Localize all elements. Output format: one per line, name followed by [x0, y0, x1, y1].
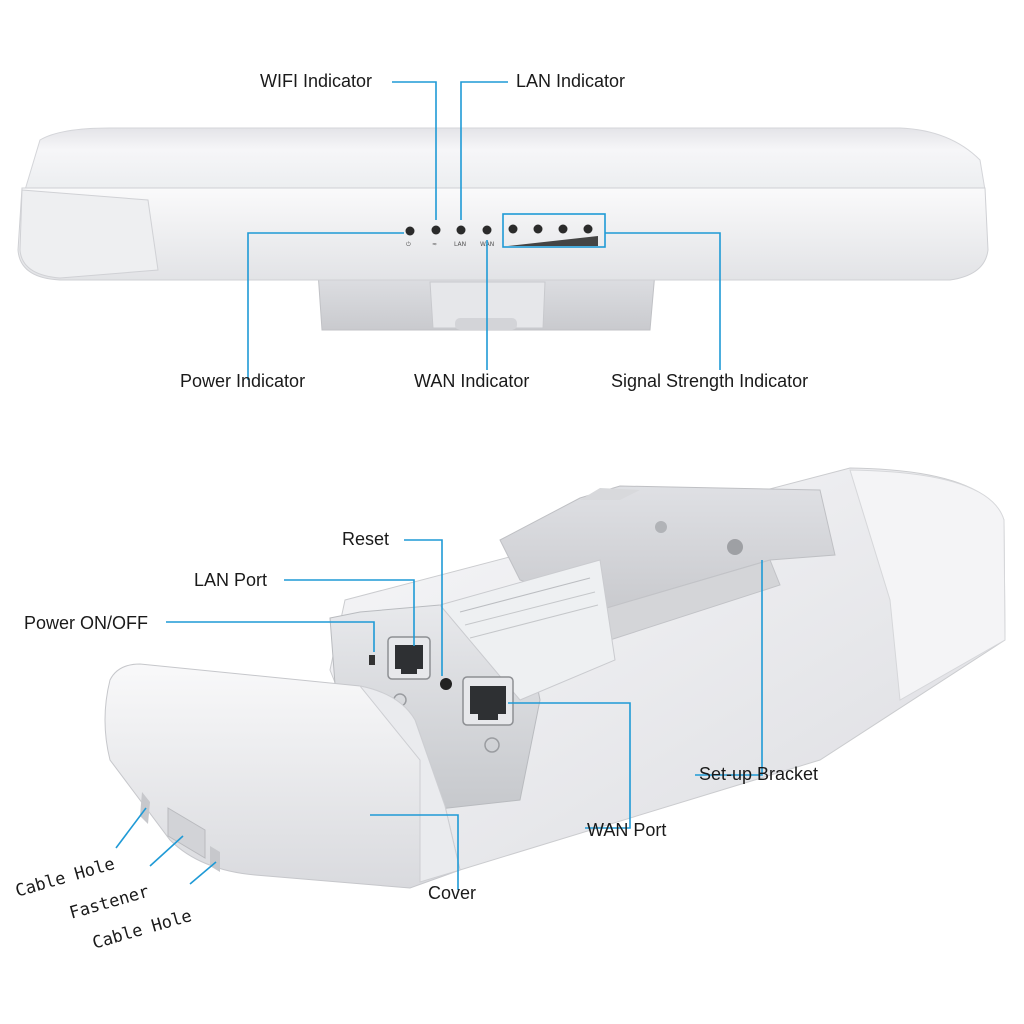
lan-port-callout-line	[284, 579, 415, 646]
fastener-callout-line	[149, 835, 184, 867]
cable-hole-2-callout-line	[189, 861, 217, 885]
fastener-slot	[167, 807, 206, 859]
power-symbol-icon: ⏻	[406, 241, 411, 248]
wan-port-callout-line	[508, 702, 631, 829]
led-lan-label: LAN	[454, 241, 466, 248]
top-device-left-panel	[19, 189, 159, 279]
cover-label: Cover	[428, 883, 477, 903]
power-indicator-label: Power Indicator	[180, 371, 306, 391]
signal-highlight-box	[502, 213, 606, 248]
power-on-off-label: Power ON/OFF	[24, 613, 149, 633]
reset-button	[440, 678, 452, 690]
signal-led-4	[583, 224, 593, 234]
bracket-callout-line	[695, 560, 763, 776]
wifi-indicator-label: WIFI Indicator	[260, 71, 373, 91]
power-led	[405, 226, 415, 236]
led-panel: ⏻ ≈ LAN WAN	[405, 224, 598, 248]
power-switch	[369, 655, 375, 665]
top-device: ⏻ ≈ LAN WAN	[17, 81, 989, 380]
lan-port	[387, 636, 431, 680]
product-label-sticker	[439, 559, 616, 701]
signal-strength-indicator-label: Signal Strength Indicator	[611, 371, 809, 391]
signal-led-1	[508, 224, 518, 234]
top-device-upper-face	[24, 127, 986, 191]
lan-callout-line	[460, 81, 508, 220]
bottom-device	[104, 467, 1006, 890]
cover-callout-line	[370, 814, 459, 890]
lan-port-label: LAN Port	[194, 570, 268, 590]
wan-indicator-label: WAN Indicator	[414, 371, 530, 391]
bottom-callout-lines	[115, 539, 763, 890]
reset-label: Reset	[342, 529, 390, 549]
setup-bracket-label: Set-up Bracket	[699, 764, 819, 784]
cable-hole-1-notch	[140, 792, 150, 824]
power-callout-line	[247, 232, 404, 380]
wifi-led	[431, 225, 441, 235]
cable-hole-1-callout-line	[115, 807, 147, 849]
wan-port-label: WAN Port	[587, 820, 667, 840]
power-switch-callout-line	[166, 621, 375, 652]
wifi-callout-line	[392, 81, 437, 220]
wan-led	[482, 225, 492, 235]
signal-led-3	[558, 224, 568, 234]
lan-led	[456, 225, 466, 235]
signal-bars-icon	[508, 236, 598, 246]
top-callout-lines	[247, 81, 721, 380]
signal-callout-line	[605, 232, 721, 370]
wan-port	[462, 676, 514, 726]
wifi-symbol-icon: ≈	[432, 241, 437, 248]
lan-indicator-label: LAN Indicator	[516, 71, 626, 91]
reset-callout-line	[404, 539, 443, 676]
signal-led-2	[533, 224, 543, 234]
